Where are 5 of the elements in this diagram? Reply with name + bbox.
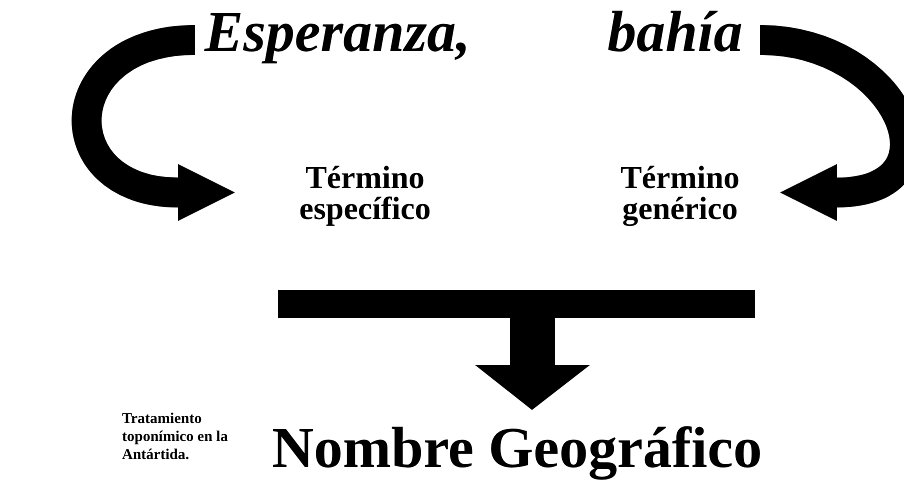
place-name-text: Esperanza, <box>204 3 470 61</box>
note-text: Tratamiento toponímico en la Antártida. <box>122 410 229 464</box>
merge-arrow <box>278 290 755 410</box>
place-name-text: bahía <box>607 3 743 61</box>
curved-arrow <box>758 25 904 221</box>
